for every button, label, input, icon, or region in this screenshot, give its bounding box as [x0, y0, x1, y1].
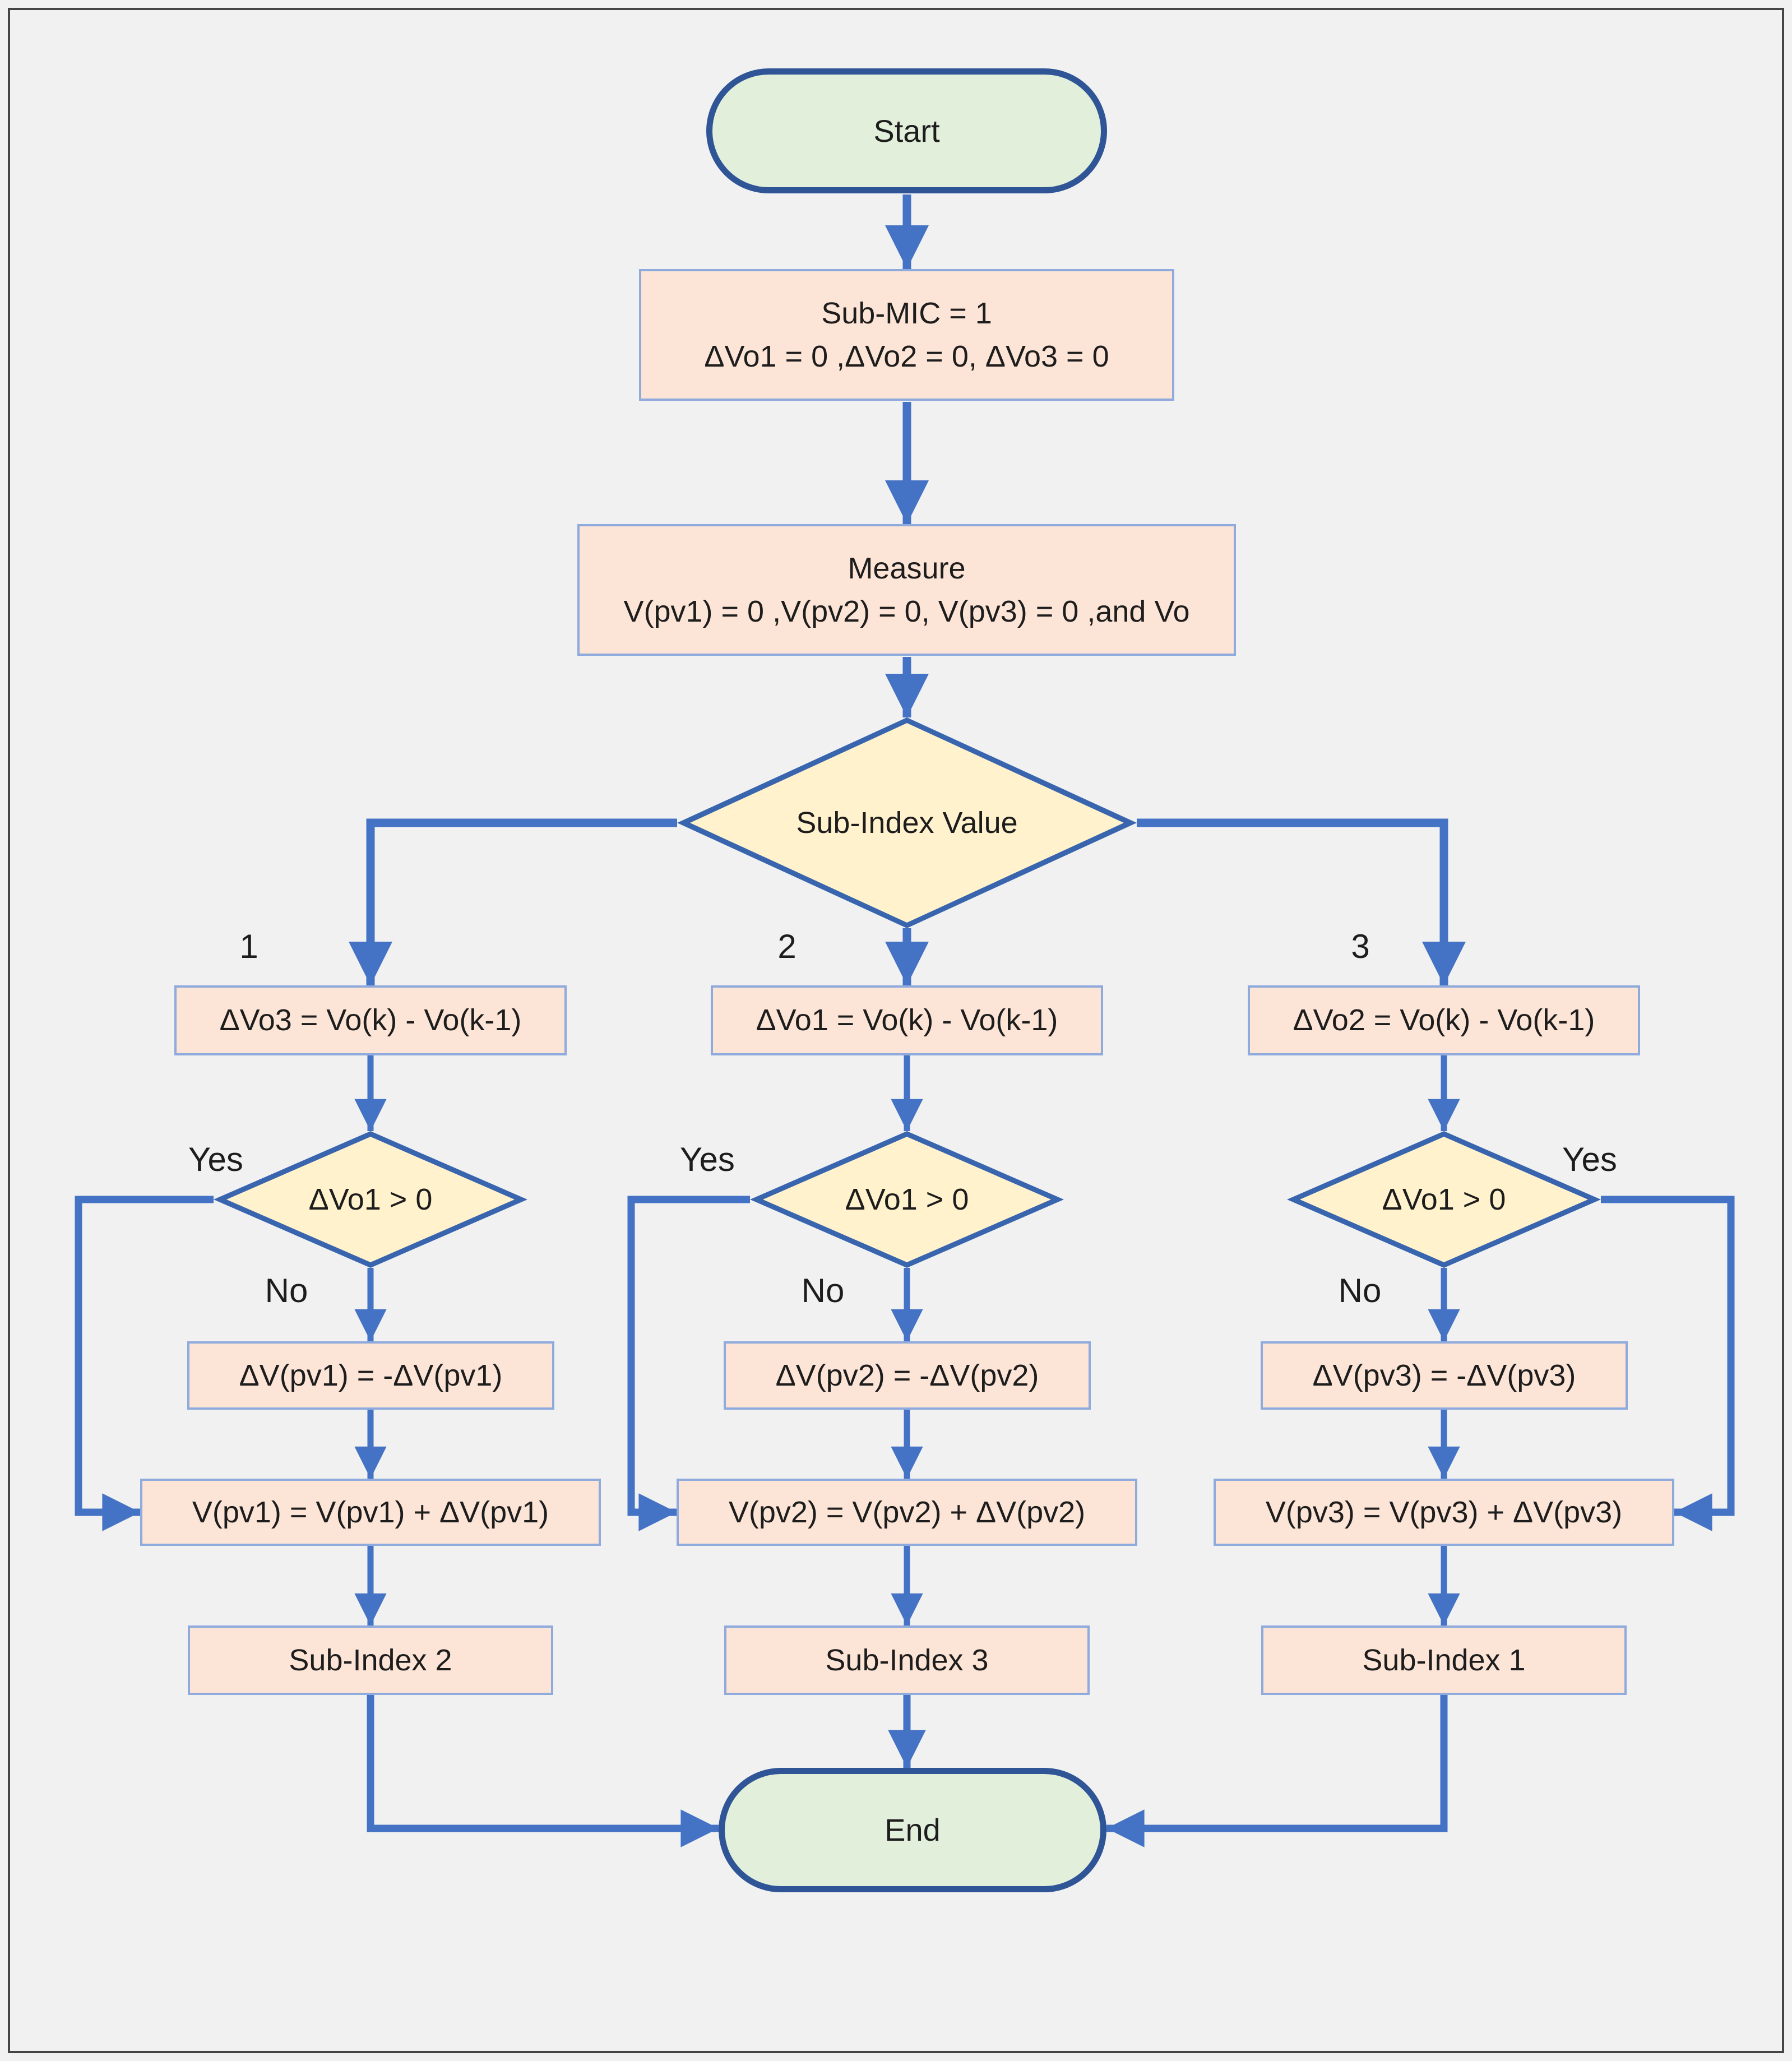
b3-delta-label: ΔVo2 = Vo(k) - Vo(k-1): [1293, 1003, 1595, 1038]
edge-b3-subindex-to-end: [1106, 1695, 1448, 1847]
b1-yes-label: Yes: [188, 1140, 243, 1178]
init-node: Sub-MIC = 1 ΔVo1 = 0 ,ΔVo2 = 0, ΔVo3 = 0: [639, 269, 1174, 401]
start-label: Start: [873, 113, 940, 149]
edge-decision-case1: [349, 818, 677, 985]
b2-decision-node: ΔVo1 > 0: [750, 1131, 1064, 1268]
b3-negate-label: ΔV(pv3) = -ΔV(pv3): [1312, 1358, 1576, 1392]
edge-b3-yes: [1601, 1196, 1735, 1531]
b1-delta-label: ΔVo3 = Vo(k) - Vo(k-1): [219, 1003, 522, 1038]
measure-line1: Measure: [848, 551, 966, 585]
b1-negate-label: ΔV(pv1) = -ΔV(pv1): [239, 1358, 503, 1392]
b3-decision-node: ΔVo1 > 0: [1287, 1131, 1601, 1268]
b3-subindex-label: Sub-Index 1: [1362, 1643, 1526, 1677]
case2-label: 2: [777, 927, 797, 965]
b3-subindex-node: Sub-Index 1: [1261, 1625, 1627, 1695]
init-line2: ΔVo1 = 0 ,ΔVo2 = 0, ΔVo3 = 0: [704, 339, 1109, 373]
b1-no-label: No: [265, 1271, 308, 1309]
decision-main-label: Sub-Index Value: [796, 806, 1018, 840]
b3-update-node: V(pv3) = V(pv3) + ΔV(pv3): [1214, 1479, 1674, 1546]
b1-subindex-node: Sub-Index 2: [188, 1625, 553, 1695]
b2-negate-label: ΔV(pv2) = -ΔV(pv2): [775, 1358, 1039, 1392]
end-node: End: [719, 1768, 1106, 1892]
b1-update-label: V(pv1) = V(pv1) + ΔV(pv1): [192, 1495, 549, 1529]
case1-label: 1: [239, 927, 258, 965]
b3-decision-label: ΔVo1 > 0: [1382, 1183, 1506, 1216]
b2-delta-label: ΔVo1 = Vo(k) - Vo(k-1): [756, 1003, 1058, 1038]
start-node: Start: [706, 68, 1107, 193]
b3-yes-label: Yes: [1562, 1140, 1617, 1178]
b1-subindex-label: Sub-Index 2: [289, 1643, 452, 1677]
init-line1: Sub-MIC = 1: [821, 296, 992, 330]
edge-b1-subindex-to-end: [367, 1695, 719, 1847]
b3-negate-node: ΔV(pv3) = -ΔV(pv3): [1261, 1341, 1628, 1410]
edge-b1-yes: [75, 1196, 214, 1531]
end-label: End: [885, 1812, 941, 1848]
b1-negate-node: ΔV(pv1) = -ΔV(pv1): [187, 1341, 554, 1410]
b1-update-node: V(pv1) = V(pv1) + ΔV(pv1): [140, 1479, 601, 1546]
b1-delta-node: ΔVo3 = Vo(k) - Vo(k-1): [174, 985, 567, 1055]
b2-decision-label: ΔVo1 > 0: [845, 1183, 969, 1216]
b2-delta-node: ΔVo1 = Vo(k) - Vo(k-1): [711, 985, 1103, 1055]
measure-line2: V(pv1) = 0 ,V(pv2) = 0, V(pv3) = 0 ,and …: [623, 594, 1190, 628]
b2-subindex-node: Sub-Index 3: [724, 1625, 1090, 1695]
case3-label: 3: [1351, 927, 1370, 965]
measure-node: Measure V(pv1) = 0 ,V(pv2) = 0, V(pv3) =…: [577, 524, 1236, 656]
b1-decision-node: ΔVo1 > 0: [214, 1131, 527, 1268]
edge-b2-yes: [627, 1196, 750, 1531]
b2-update-label: V(pv2) = V(pv2) + ΔV(pv2): [728, 1495, 1086, 1529]
b3-delta-node: ΔVo2 = Vo(k) - Vo(k-1): [1248, 985, 1640, 1055]
edge-decision-case3: [1137, 818, 1466, 985]
b2-update-node: V(pv2) = V(pv2) + ΔV(pv2): [677, 1479, 1137, 1546]
b2-negate-node: ΔV(pv2) = -ΔV(pv2): [724, 1341, 1091, 1410]
decision-sub-index-value: Sub-Index Value: [677, 717, 1137, 928]
b3-no-label: No: [1338, 1271, 1382, 1309]
b2-yes-label: Yes: [680, 1140, 735, 1178]
b2-subindex-label: Sub-Index 3: [825, 1643, 989, 1677]
b2-no-label: No: [801, 1271, 845, 1309]
b1-decision-label: ΔVo1 > 0: [308, 1183, 433, 1216]
b3-update-label: V(pv3) = V(pv3) + ΔV(pv3): [1265, 1495, 1623, 1529]
